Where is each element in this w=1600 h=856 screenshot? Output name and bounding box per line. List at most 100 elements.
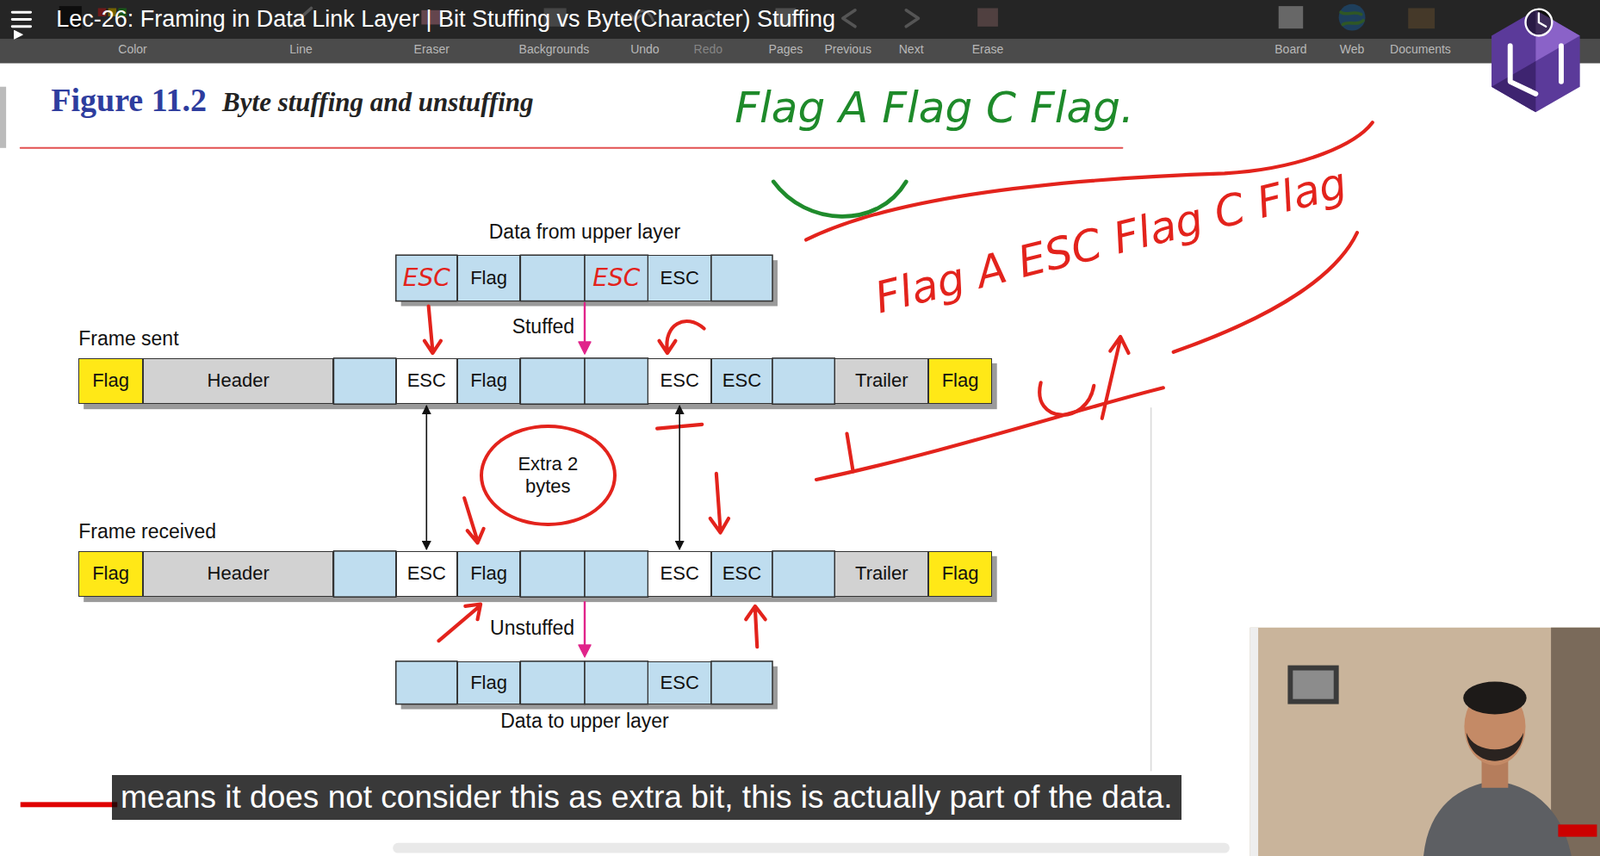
presenter-beard bbox=[1466, 732, 1524, 762]
toolbar-label: Documents bbox=[1389, 42, 1452, 56]
handwritten-note: Flag A ESC Flag C Flag bbox=[870, 158, 1352, 324]
toolbar-label: Line bbox=[289, 42, 312, 56]
callout-text: Extra 2 bytes bbox=[507, 452, 590, 499]
data-byte-cell bbox=[772, 358, 835, 404]
data-byte-cell bbox=[520, 661, 585, 705]
wall-frame bbox=[1287, 665, 1339, 705]
frame-byte-box: Trailer bbox=[834, 358, 929, 404]
wall-frame-picture bbox=[1292, 670, 1334, 700]
hand-arrow bbox=[1102, 336, 1129, 419]
toolbar-label: Eraser bbox=[414, 42, 450, 56]
byte-label: ESC bbox=[660, 266, 700, 290]
byte-label: ESC bbox=[660, 369, 700, 392]
byte-label: ESC bbox=[407, 369, 447, 392]
hand-arrow bbox=[745, 606, 766, 647]
toolbar-label: Board bbox=[1274, 42, 1307, 56]
frame-byte-box: Flag bbox=[928, 358, 992, 404]
hand-arrow bbox=[658, 321, 704, 354]
callout-circle: Extra 2 bytes bbox=[479, 424, 617, 527]
toolbar-band bbox=[0, 0, 1600, 63]
byte-label: ESC bbox=[407, 562, 447, 585]
data-byte-cell bbox=[711, 661, 773, 705]
toolbar-label: Next bbox=[899, 42, 925, 56]
logo-mark bbox=[1510, 45, 1562, 94]
frame-byte-box: ESC bbox=[647, 254, 711, 301]
byte-label: ESC bbox=[660, 671, 700, 695]
subtitle-caption: means it does not consider this as extra… bbox=[111, 775, 1182, 820]
handwritten-note: ESC bbox=[592, 264, 640, 292]
frame-byte-box: Header bbox=[142, 358, 335, 404]
byte-label: Flag bbox=[470, 369, 508, 392]
data-byte-cell bbox=[333, 551, 396, 597]
frame-byte-box: Trailer bbox=[834, 551, 929, 597]
row-caption: Frame sent bbox=[78, 327, 179, 350]
unstuffing-arrowhead bbox=[578, 644, 591, 658]
handwritten-note: Flag A Flag C Flag. bbox=[734, 83, 1135, 134]
frame-byte-box: Flag bbox=[457, 551, 521, 597]
data-byte-cell bbox=[584, 358, 648, 404]
presenter-shirt bbox=[1423, 780, 1572, 856]
menu-play-icon bbox=[14, 31, 23, 39]
byte-label: ESC bbox=[660, 562, 700, 585]
data-byte-cell bbox=[396, 254, 458, 301]
toolbar-label: Backgrounds bbox=[519, 42, 590, 56]
hand-loop bbox=[1039, 382, 1094, 415]
data-byte-cell bbox=[772, 551, 835, 597]
toolbar-label: Web bbox=[1339, 42, 1365, 56]
progress-bar bbox=[20, 801, 118, 807]
hand-arrow bbox=[710, 473, 729, 534]
frame-byte-box: ESC bbox=[711, 551, 773, 597]
toolbar-label: Previous bbox=[824, 42, 871, 56]
row-caption: Data to upper layer bbox=[500, 709, 670, 732]
toolbar-label: Redo bbox=[694, 42, 723, 56]
frame-byte-box: Flag bbox=[928, 551, 992, 597]
frame-byte-box: ESC bbox=[396, 358, 458, 404]
handwritten-note: ESC bbox=[403, 264, 451, 292]
hand-arrow bbox=[464, 497, 484, 543]
frame-byte-box: Flag bbox=[78, 551, 143, 597]
figure-number: Figure 11.2 bbox=[50, 81, 207, 120]
frame-byte-box: ESC bbox=[647, 358, 711, 404]
player-bar bbox=[392, 843, 1230, 854]
byte-label: Flag bbox=[470, 266, 508, 290]
toolbar-label: Pages bbox=[768, 42, 804, 56]
step-label: Unstuffed bbox=[489, 616, 575, 639]
subscribe-badge bbox=[1557, 824, 1597, 837]
byte-label: Flag bbox=[942, 369, 980, 392]
toolbar-label: Undo bbox=[630, 42, 659, 56]
byte-label: Header bbox=[207, 562, 270, 585]
panel-divider bbox=[1150, 408, 1153, 771]
byte-label: Flag bbox=[470, 562, 508, 585]
heading-rule bbox=[20, 147, 1123, 149]
data-byte-cell bbox=[520, 551, 585, 597]
frame-byte-box: Flag bbox=[457, 661, 521, 705]
byte-label: Flag bbox=[92, 369, 130, 392]
byte-label: Flag bbox=[942, 562, 980, 585]
clock-hands bbox=[1538, 12, 1546, 26]
side-tab bbox=[0, 86, 7, 149]
frame-byte-box: Flag bbox=[457, 254, 521, 301]
step-label: Stuffed bbox=[512, 315, 575, 338]
byte-label: ESC bbox=[722, 562, 762, 585]
figure-title: Byte stuffing and unstuffing bbox=[222, 86, 534, 118]
hand-curve bbox=[1173, 232, 1358, 353]
video-title: Lec-26: Framing in Data Link Layer | Bit… bbox=[55, 6, 836, 33]
stuffing-link-arrow bbox=[678, 405, 681, 550]
data-byte-cell bbox=[396, 661, 458, 705]
stuffing-link-arrow bbox=[425, 405, 428, 550]
frame-byte-box: ESC bbox=[647, 551, 711, 597]
byte-label: Header bbox=[207, 369, 270, 392]
toolbar-label: Erase bbox=[972, 42, 1005, 56]
byte-label: ESC bbox=[722, 369, 762, 392]
frame-byte-box: ESC bbox=[647, 661, 711, 705]
frame-byte-box: Header bbox=[142, 551, 335, 597]
webcam-border bbox=[1250, 627, 1259, 856]
data-byte-cell bbox=[584, 551, 648, 597]
webcam-wall bbox=[1250, 627, 1600, 856]
data-byte-cell bbox=[584, 254, 648, 301]
data-byte-cell bbox=[584, 661, 648, 705]
toolbar-label: Color bbox=[117, 42, 147, 56]
byte-label: Trailer bbox=[855, 562, 909, 585]
frame-byte-box: Flag bbox=[457, 358, 521, 404]
